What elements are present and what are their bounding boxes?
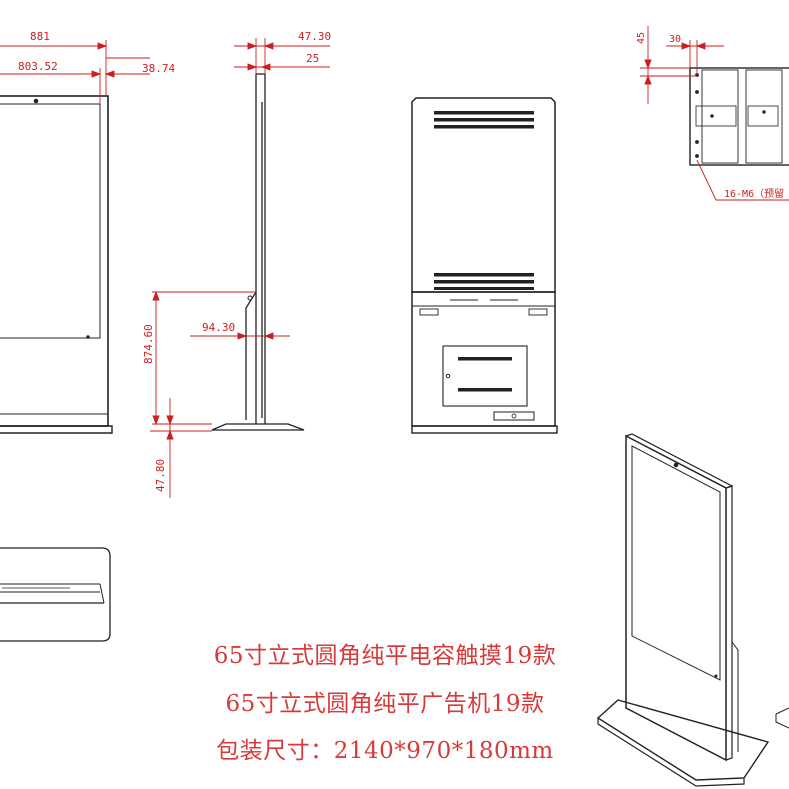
side-base-height-label: 47.80	[154, 459, 167, 492]
side-top-inner-label: 25	[306, 52, 319, 65]
front-bezel-label: 38.74	[142, 62, 175, 75]
isometric-view	[596, 433, 789, 787]
side-top-depth-label: 47.30	[298, 30, 331, 43]
front-view	[0, 95, 113, 434]
back-view	[411, 97, 558, 434]
caption-line-1: 65寸立式圆角纯平电容触摸19款	[213, 643, 557, 669]
side-dimensions	[150, 38, 330, 498]
mount-spacing-h-label: 30	[669, 34, 681, 45]
mount-note-label: 16-M6（预留	[724, 187, 784, 200]
top-view	[0, 547, 111, 642]
front-dimensions	[0, 40, 150, 104]
mounting-dimensions	[640, 26, 789, 201]
caption-line-3: 包装尺寸：2140*970*180mm	[216, 738, 554, 764]
side-view	[211, 73, 305, 431]
mounting-plate-view	[689, 67, 789, 166]
front-screen-width-label: 803.52	[18, 60, 58, 73]
side-bracket-depth-label: 94.30	[202, 321, 235, 334]
side-lower-height-label: 874.60	[142, 324, 155, 364]
mount-spacing-v-label: 45	[636, 32, 647, 44]
caption-line-2: 65寸立式圆角纯平广告机19款	[225, 691, 545, 717]
front-width-label: 881	[30, 30, 50, 43]
back-vents	[434, 111, 534, 392]
